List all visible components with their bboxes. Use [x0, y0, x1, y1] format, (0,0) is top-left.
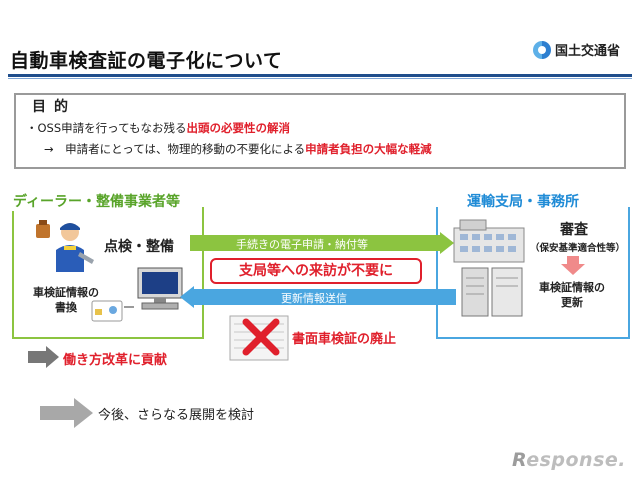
dealer-cert-rewrite-line-1: 車検証情報の	[33, 286, 99, 299]
update-info-arrow-label: 更新情報送信	[281, 292, 347, 305]
purpose-line-1-text: ・OSS申請を行ってもなお残る	[26, 121, 187, 135]
purpose-line-1-highlight: 出頭の必要性の解消	[186, 121, 291, 135]
server-icon	[461, 267, 523, 317]
application-arrow-label: 手続きの電子申請・納付等	[236, 238, 368, 251]
office-title: 運輸支局・事務所	[463, 191, 583, 211]
down-arrow-icon	[561, 256, 585, 275]
ministry-name: 国土交通省	[555, 44, 621, 59]
page-title: 自動車検査証の電子化について	[10, 50, 283, 72]
abolish-label: 書面車検証の廃止	[292, 332, 397, 347]
computer-icon	[137, 267, 183, 310]
inspection-label: 点検・整備	[104, 239, 174, 255]
application-arrow	[190, 232, 454, 254]
gray-arrow-icon-large	[40, 398, 93, 428]
ic-card-icon	[91, 300, 134, 322]
no-visit-callout: 支局等への来訪が不要に	[210, 258, 422, 284]
dealer-cert-rewrite-line-2: 書換	[55, 301, 77, 314]
mechanic-icon	[36, 220, 94, 272]
gray-arrow-icon	[28, 346, 59, 368]
response-watermark: Response.	[512, 449, 626, 471]
ministry-logo: 国土交通省	[533, 40, 620, 59]
review-sub-label: （保安基準適合性等）	[530, 243, 626, 254]
office-cert-update: 車検証情報の 更新	[530, 280, 614, 310]
purpose-heading: 目的	[20, 96, 80, 115]
dealer-box	[12, 207, 204, 339]
title-underline	[8, 74, 632, 77]
dealer-cert-rewrite: 車検証情報の 書換	[26, 285, 106, 315]
dealer-title: ディーラー・整備事業者等	[10, 191, 184, 211]
work-style-label: 働き方改革に貢献	[63, 353, 168, 368]
office-cert-update-line-2: 更新	[561, 296, 583, 309]
purpose-line-2-highlight: 申請者負担の大幅な軽減	[305, 142, 432, 156]
office-building-icon	[453, 219, 525, 263]
purpose-line-2-text: → 申請者にとっては、物理的移動の不要化による	[44, 142, 306, 156]
purpose-box	[14, 93, 626, 169]
purpose-line-1: ・OSS申請を行ってもなお残る出頭の必要性の解消	[26, 120, 290, 136]
future-label: 今後、さらなる展開を検討	[98, 408, 255, 423]
review-label: 審査	[560, 222, 588, 238]
update-info-arrow	[180, 286, 456, 308]
purpose-line-2: → 申請者にとっては、物理的移動の不要化による申請者負担の大幅な軽減	[44, 141, 432, 157]
office-cert-update-line-1: 車検証情報の	[539, 281, 605, 294]
office-box	[436, 207, 630, 339]
title-underline-thin	[8, 78, 632, 79]
cross-icon	[242, 318, 280, 356]
mlit-logo-icon	[533, 40, 551, 59]
